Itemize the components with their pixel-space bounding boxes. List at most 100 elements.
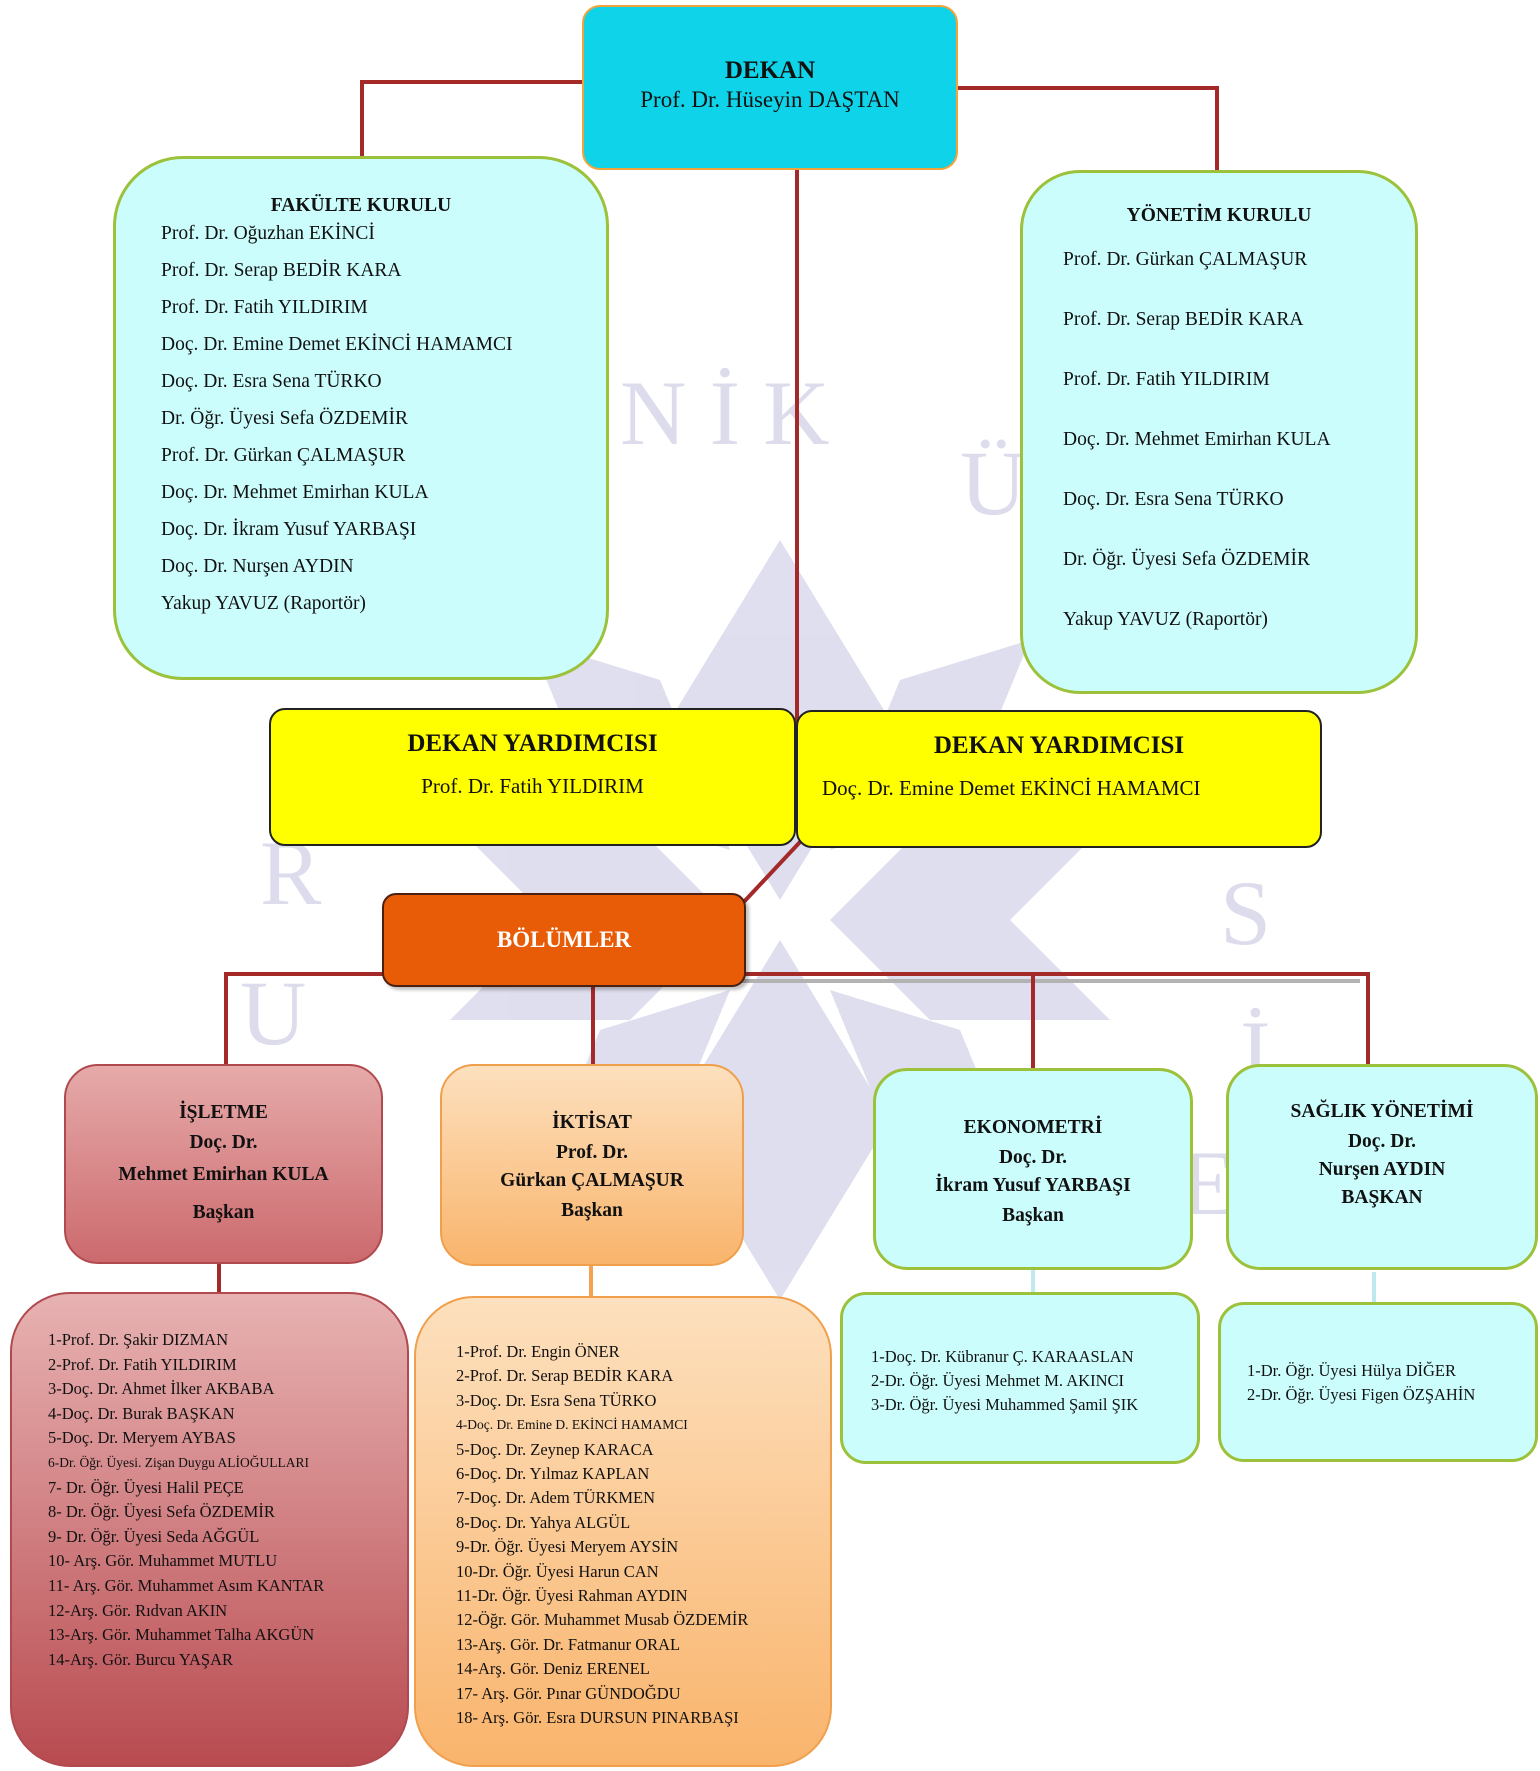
isletme-member-13: 13-Arş. Gör. Muhammet Talha AKGÜN [48, 1625, 315, 1645]
saglik-head-box: SAĞLIK YÖNETİMİ Doç. Dr. Nurşen AYDIN BA… [1226, 1064, 1538, 1270]
yonetim-kurulu-member-1: Prof. Dr. Gürkan ÇALMAŞUR [1063, 249, 1308, 270]
ekonometri-chair-role: Başkan [1002, 1205, 1064, 1226]
fakulte-kurulu-member-5: Doç. Dr. Esra Sena TÜRKO [161, 371, 382, 392]
ekonometri-head-box: EKONOMETRİ Doç. Dr. İkram Yusuf YARBAŞI … [873, 1068, 1193, 1270]
isletme-member-7: 7- Dr. Öğr. Üyesi Halil PEÇE [48, 1477, 244, 1497]
fakulte-kurulu-member-7: Prof. Dr. Gürkan ÇALMAŞUR [161, 445, 406, 466]
iktisat-member-2: 2-Prof. Dr. Serap BEDİR KARA [456, 1366, 674, 1386]
connector-bolumler-shadow [740, 979, 1360, 983]
bolumler-box: BÖLÜMLER [382, 893, 746, 987]
iktisat-member-8: 8-Doç. Dr. Yahya ALGÜL [456, 1512, 631, 1532]
iktisat-name: İKTİSAT [552, 1112, 632, 1133]
connector-dekan-right [957, 86, 1217, 90]
isletme-member-1: 1-Prof. Dr. Şakir DIZMAN [48, 1330, 229, 1349]
watermark-letter: S [1220, 862, 1272, 964]
iktisat-member-10: 10-Dr. Öğr. Üyesi Harun CAN [456, 1561, 659, 1581]
iktisat-member-3: 3-Doç. Dr. Esra Sena TÜRKO [456, 1390, 657, 1410]
yonetim-kurulu-member-3: Prof. Dr. Fatih YILDIRIM [1063, 369, 1270, 390]
dekan-yardimcisi-1-box: DEKAN YARDIMCISI Prof. Dr. Fatih YILDIRI… [269, 708, 796, 846]
yonetim-kurulu-box: YÖNETİM KURULU Prof. Dr. Gürkan ÇALMAŞUR… [1020, 170, 1418, 694]
isletme-chair-role: Başkan [192, 1202, 255, 1223]
connector-right-down [1215, 86, 1219, 172]
fakulte-kurulu-member-6: Dr. Öğr. Üyesi Sefa ÖZDEMİR [161, 408, 408, 429]
saglik-name: SAĞLIK YÖNETİMİ [1290, 1101, 1474, 1122]
yonetim-kurulu-member-7: Yakup YAVUZ (Raportör) [1063, 609, 1268, 630]
isletme-members-box: 1-Prof. Dr. Şakir DIZMAN 2-Prof. Dr. Fat… [10, 1292, 409, 1767]
iktisat-member-4: 4-Doç. Dr. Emine D. EKİNCİ HAMAMCI [456, 1417, 688, 1433]
ekonometri-chair-title: Doç. Dr. [998, 1147, 1068, 1168]
fakulte-kurulu-title: FAKÜLTE KURULU [270, 195, 452, 216]
iktisat-member-12: 12-Öğr. Gör. Muhammet Musab ÖZDEMİR [456, 1610, 749, 1630]
fakulte-kurulu-member-9: Doç. Dr. İkram Yusuf YARBAŞI [161, 519, 417, 540]
isletme-name: İŞLETME [179, 1102, 268, 1123]
isletme-chair-name: Mehmet Emirhan KULA [118, 1164, 329, 1185]
connector-left-down [360, 80, 364, 158]
fakulte-kurulu-member-8: Doç. Dr. Mehmet Emirhan KULA [161, 482, 429, 503]
connector-dekan-left [360, 80, 584, 84]
isletme-member-6: 6-Dr. Öğr. Üyesi. Zişan Duygu ALİOĞULLAR… [48, 1454, 309, 1470]
dekan-yardimcisi-1-title: DEKAN YARDIMCISI [407, 730, 658, 757]
connector-saglik-members [1372, 1272, 1376, 1302]
isletme-member-5: 5-Doç. Dr. Meryem AYBAS [48, 1428, 236, 1448]
saglik-chair-name: Nurşen AYDIN [1318, 1159, 1446, 1180]
isletme-member-10: 10- Arş. Gör. Muhammet MUTLU [48, 1551, 278, 1571]
saglik-chair-role: BAŞKAN [1341, 1187, 1423, 1208]
watermark-letters: N İ K [620, 362, 830, 464]
saglik-members-box: 1-Dr. Öğr. Üyesi Hülya DİĞER 2-Dr. Öğr. … [1218, 1302, 1538, 1462]
connector-saglik [1366, 972, 1370, 1064]
iktisat-members-box: 1-Prof. Dr. Engin ÖNER 2-Prof. Dr. Serap… [414, 1296, 832, 1767]
iktisat-chair-role: Başkan [561, 1200, 623, 1221]
dekan-yardimcisi-2-title: DEKAN YARDIMCISI [933, 732, 1185, 759]
isletme-member-11: 11- Arş. Gör. Muhammet Asım KANTAR [48, 1575, 325, 1595]
isletme-member-2: 2-Prof. Dr. Fatih YILDIRIM [48, 1354, 237, 1374]
ekonometri-chair-name: İkram Yusuf YARBAŞI [935, 1175, 1131, 1196]
connector-diagonal [738, 840, 802, 908]
connector-dekan-center [795, 170, 799, 730]
yonetim-kurulu-member-2: Prof. Dr. Serap BEDİR KARA [1063, 309, 1304, 330]
iktisat-member-16: 18- Arş. Gör. Esra DURSUN PINARBAŞI [456, 1708, 739, 1728]
isletme-head-box: İŞLETME Doç. Dr. Mehmet Emirhan KULA Baş… [64, 1064, 383, 1264]
fakulte-kurulu-member-4: Doç. Dr. Emine Demet EKİNCİ HAMAMCI [161, 334, 513, 355]
saglik-member-2: 2-Dr. Öğr. Üyesi Figen ÖZŞAHİN [1247, 1385, 1476, 1404]
bolumler-title: BÖLÜMLER [496, 927, 632, 952]
iktisat-member-14: 14-Arş. Gör. Deniz ERENEL [456, 1659, 650, 1679]
iktisat-member-7: 7-Doç. Dr. Adem TÜRKMEN [456, 1488, 656, 1508]
iktisat-member-13: 13-Arş. Gör. Dr. Fatmanur ORAL [456, 1634, 681, 1654]
connector-ekonometri-members [1031, 1266, 1035, 1292]
watermark-letter: U [240, 962, 307, 1064]
fakulte-kurulu-member-1: Prof. Dr. Oğuzhan EKİNCİ [161, 223, 375, 244]
iktisat-head-box: İKTİSAT Prof. Dr. Gürkan ÇALMAŞUR Başkan [440, 1064, 744, 1266]
connector-iktisat [591, 984, 595, 1064]
yonetim-kurulu-member-5: Doç. Dr. Esra Sena TÜRKO [1063, 489, 1284, 510]
saglik-member-1: 1-Dr. Öğr. Üyesi Hülya DİĞER [1247, 1361, 1456, 1380]
saglik-chair-title: Doç. Dr. [1347, 1131, 1417, 1152]
fakulte-kurulu-box: FAKÜLTE KURULU Prof. Dr. Oğuzhan EKİNCİ … [113, 156, 609, 680]
connector-bolumler-left [224, 972, 384, 976]
isletme-member-8: 8- Dr. Öğr. Üyesi Sefa ÖZDEMİR [48, 1502, 275, 1522]
isletme-member-3: 3-Doç. Dr. Ahmet İlker AKBABA [48, 1379, 275, 1399]
yonetim-kurulu-member-4: Doç. Dr. Mehmet Emirhan KULA [1063, 429, 1331, 450]
isletme-member-14: 14-Arş. Gör. Burcu YAŞAR [48, 1649, 234, 1669]
watermark-letter: Ü [960, 432, 1027, 534]
iktisat-chair-name: Gürkan ÇALMAŞUR [500, 1170, 684, 1191]
iktisat-chair-title: Prof. Dr. [555, 1142, 629, 1163]
iktisat-member-11: 11-Dr. Öğr. Üyesi Rahman AYDIN [456, 1586, 688, 1606]
dekan-yardimcisi-1-name: Prof. Dr. Fatih YILDIRIM [421, 774, 644, 798]
ekonometri-member-2: 2-Dr. Öğr. Üyesi Mehmet M. AKINCI [871, 1371, 1124, 1390]
isletme-member-12: 12-Arş. Gör. Rıdvan AKIN [48, 1600, 228, 1620]
connector-iktisat-members [589, 1264, 593, 1296]
connector-isletme [224, 972, 228, 1064]
iktisat-member-1: 1-Prof. Dr. Engin ÖNER [456, 1342, 620, 1361]
dekan-yardimcisi-2-box: DEKAN YARDIMCISI Doç. Dr. Emine Demet EK… [796, 710, 1322, 848]
fakulte-kurulu-member-10: Doç. Dr. Nurşen AYDIN [161, 556, 354, 577]
ekonometri-member-1: 1-Doç. Dr. Kübranur Ç. KARAASLAN [871, 1347, 1134, 1366]
ekonometri-members-box: 1-Doç. Dr. Kübranur Ç. KARAASLAN 2-Dr. Ö… [840, 1292, 1200, 1464]
iktisat-member-9: 9-Dr. Öğr. Üyesi Meryem AYSİN [456, 1537, 679, 1557]
fakulte-kurulu-member-11: Yakup YAVUZ (Raportör) [161, 593, 366, 614]
iktisat-member-6: 6-Doç. Dr. Yılmaz KAPLAN [456, 1464, 650, 1484]
isletme-member-9: 9- Dr. Öğr. Üyesi Seda AĞGÜL [48, 1526, 260, 1546]
isletme-chair-title: Doç. Dr. [189, 1132, 258, 1153]
iktisat-member-5: 5-Doç. Dr. Zeynep KARACA [456, 1439, 654, 1459]
yonetim-kurulu-member-6: Dr. Öğr. Üyesi Sefa ÖZDEMİR [1063, 549, 1310, 570]
dekan-yardimcisi-2-name: Doç. Dr. Emine Demet EKİNCİ HAMAMCI [822, 776, 1201, 800]
